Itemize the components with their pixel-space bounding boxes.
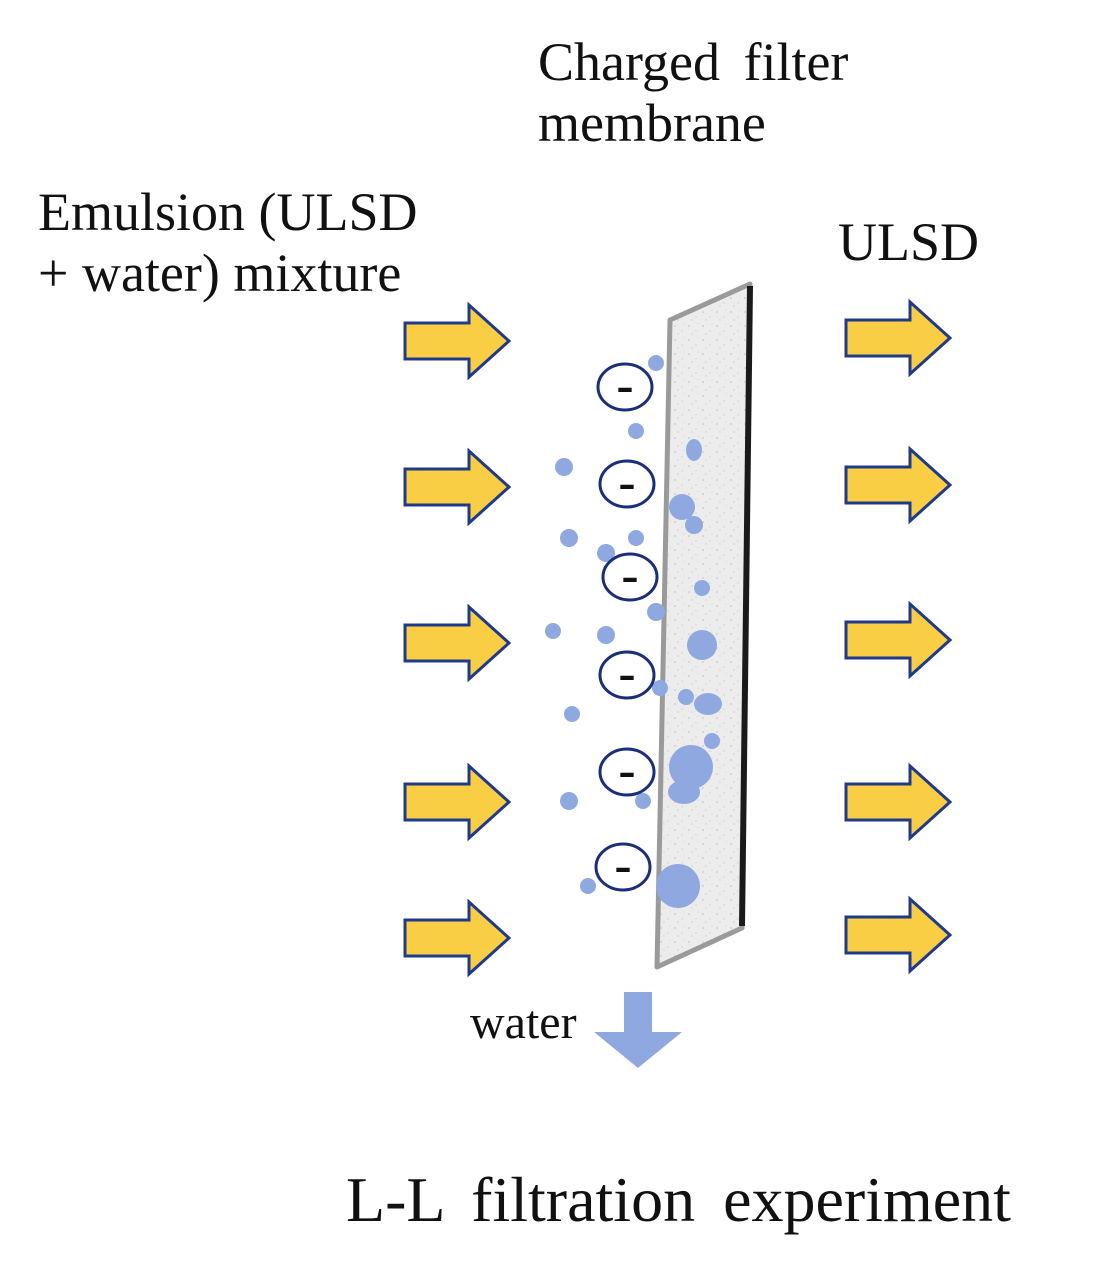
water-droplet xyxy=(545,623,561,639)
charge-ring xyxy=(596,362,654,412)
charge-ring xyxy=(594,842,652,892)
negative-charges: – – – – – – xyxy=(594,362,659,892)
charge-sign: – xyxy=(619,753,636,793)
water-droplet xyxy=(628,530,644,546)
charge-ring xyxy=(601,552,659,602)
charge-sign: – xyxy=(617,368,634,408)
negative-charge-icon: – xyxy=(596,362,654,412)
right-arrow-icon xyxy=(403,898,512,978)
water-droplet xyxy=(678,689,694,705)
membrane-label-line-1: Charged filter xyxy=(538,32,849,92)
charge-ring xyxy=(598,747,656,797)
water-droplet xyxy=(686,439,702,461)
water-droplet xyxy=(597,626,615,644)
water-droplet xyxy=(560,529,578,547)
water-droplet xyxy=(647,603,665,621)
negative-charge-icon: – xyxy=(598,650,656,700)
water-droplet xyxy=(669,494,695,520)
water-droplet xyxy=(685,516,703,534)
water-droplet xyxy=(628,423,644,439)
membrane-label-line-2: membrane xyxy=(538,93,766,154)
negative-charge-icon: – xyxy=(598,459,656,509)
negative-charge-icon: – xyxy=(601,552,659,602)
water-label: water xyxy=(470,996,577,1049)
charge-sign: – xyxy=(615,848,632,888)
water-droplet xyxy=(648,355,664,371)
water-droplet xyxy=(555,458,573,476)
emulsion-label-line-2: + water) mixture xyxy=(38,243,402,304)
charge-ring xyxy=(598,459,656,509)
charge-ring xyxy=(598,650,656,700)
water-droplet xyxy=(560,792,578,810)
water-droplet xyxy=(656,864,700,908)
water-droplet xyxy=(580,878,596,894)
negative-charge-icon: – xyxy=(594,842,652,892)
diagram-caption: L-L filtration experiment xyxy=(346,1164,1011,1235)
water-droplets xyxy=(545,355,722,908)
water-droplet xyxy=(694,693,722,715)
filter-membrane xyxy=(654,281,753,970)
input-arrows xyxy=(403,301,512,978)
membrane-label: Charged filter membrane xyxy=(538,32,848,154)
water-droplet xyxy=(694,580,710,596)
right-arrow-icon xyxy=(403,762,512,842)
charge-sign: – xyxy=(619,465,636,505)
right-arrow-icon xyxy=(403,301,512,381)
right-arrow-icon xyxy=(844,445,953,525)
right-arrow-icon xyxy=(403,447,512,527)
right-arrow-icon xyxy=(844,298,953,378)
water-droplet xyxy=(704,733,720,749)
emulsion-label: Emulsion (ULSD + water) mixture xyxy=(38,182,418,304)
membrane-face xyxy=(654,281,753,970)
negative-charge-icon: – xyxy=(598,747,656,797)
water-droplet xyxy=(668,780,700,804)
ulsd-label: ULSD xyxy=(838,212,980,272)
water-droplet xyxy=(652,680,668,696)
membrane-edge xyxy=(739,285,753,927)
right-arrow-icon xyxy=(844,600,953,680)
down-arrow-icon xyxy=(594,992,682,1068)
right-arrow-icon xyxy=(403,603,512,683)
charge-sign: – xyxy=(622,558,639,598)
charge-sign: – xyxy=(619,656,636,696)
water-droplet xyxy=(597,544,615,562)
right-arrow-icon xyxy=(844,762,953,842)
right-arrow-icon xyxy=(844,895,953,975)
emulsion-label-line-1: Emulsion (ULSD xyxy=(38,182,418,242)
water-droplet xyxy=(564,706,580,722)
water-droplet xyxy=(687,630,717,660)
water-droplet xyxy=(635,793,651,809)
water-droplet xyxy=(669,745,713,789)
output-arrows xyxy=(844,298,953,975)
